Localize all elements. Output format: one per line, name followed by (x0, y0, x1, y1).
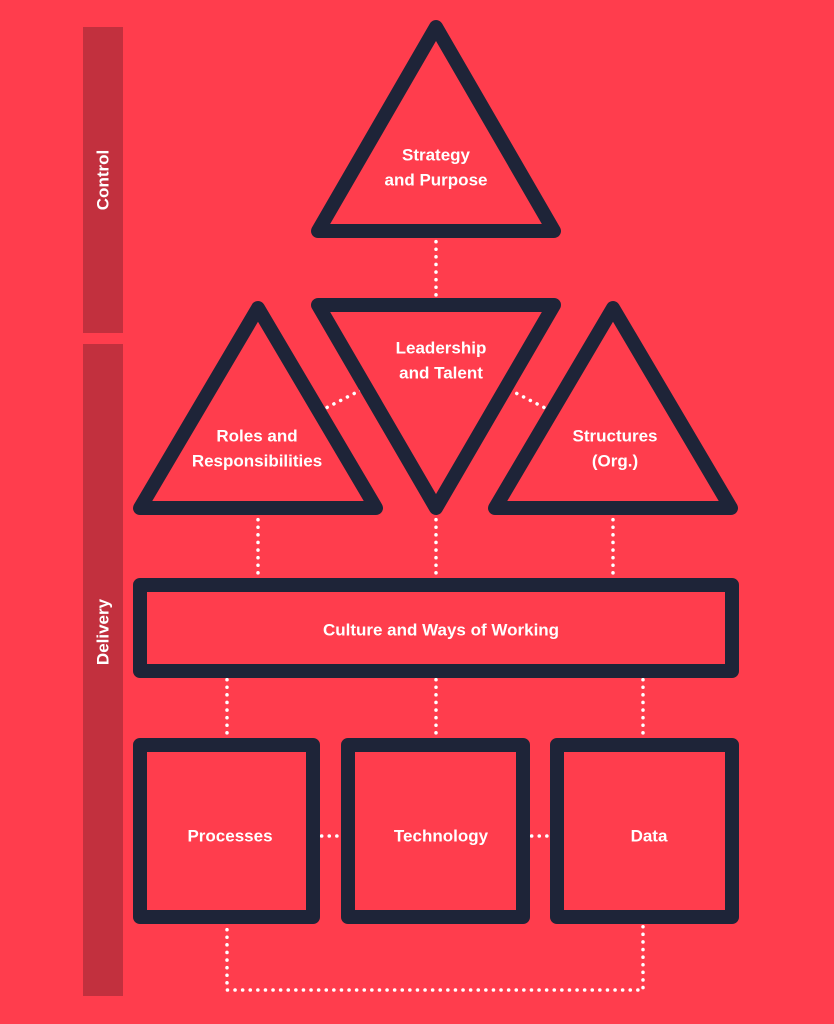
connector-leadership-roles (320, 388, 363, 412)
culture-label: Culture and Ways of Working (323, 620, 559, 639)
connector-processes-data-loop (225, 920, 645, 992)
control-side-label: Control (93, 150, 112, 210)
leadership-label-line1: Leadership (396, 338, 487, 357)
data-label: Data (631, 826, 668, 845)
data-box (550, 738, 739, 924)
control-side-bar (83, 27, 123, 333)
culture-box (133, 578, 739, 678)
processes-label: Processes (187, 826, 272, 845)
strategy-label-line2: and Purpose (385, 170, 488, 189)
structures-label-line1: Structures (572, 426, 657, 445)
structures-triangle (488, 301, 738, 515)
side-bars: Control Delivery (83, 27, 123, 996)
leadership-label-line2: and Talent (399, 363, 483, 382)
connector-leadership-structures (508, 388, 551, 412)
strategy-triangle (311, 20, 561, 238)
delivery-side-bar (83, 344, 123, 996)
delivery-side-label: Delivery (93, 598, 112, 665)
strategy-label-line1: Strategy (402, 145, 471, 164)
shapes (133, 20, 739, 924)
leadership-inverted-triangle (311, 298, 561, 515)
processes-box (133, 738, 320, 924)
labels: Strategy and Purpose Leadership and Tale… (187, 145, 668, 845)
roles-triangle (133, 301, 383, 515)
structures-label-line2: (Org.) (592, 451, 638, 470)
technology-label: Technology (394, 826, 489, 845)
roles-label-line1: Roles and (216, 426, 297, 445)
roles-label-line2: Responsibilities (192, 451, 322, 470)
connectors (225, 232, 645, 992)
technology-box (341, 738, 530, 924)
